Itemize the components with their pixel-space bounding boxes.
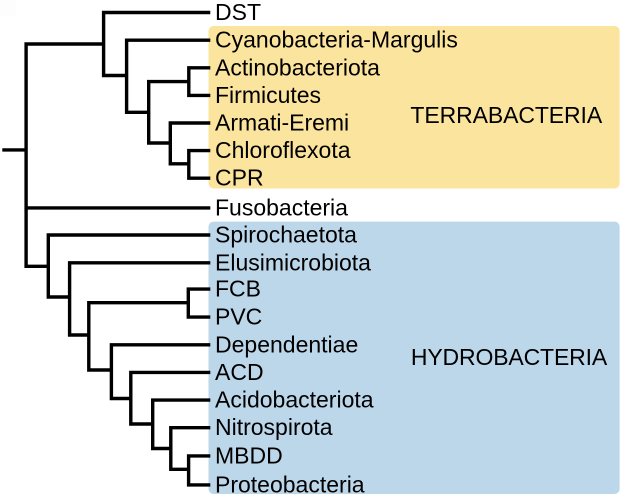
svg-text:CPR: CPR <box>215 165 264 191</box>
svg-text:Cyanobacteria-Margulis: Cyanobacteria-Margulis <box>215 27 458 53</box>
svg-text:ACD: ACD <box>215 359 264 385</box>
svg-text:Acidobacteriota: Acidobacteriota <box>215 387 374 413</box>
svg-text:Firmicutes: Firmicutes <box>215 82 321 108</box>
svg-text:Armati-Eremi: Armati-Eremi <box>215 110 349 136</box>
svg-text:Proteobacteria: Proteobacteria <box>215 471 365 497</box>
svg-text:FCB: FCB <box>215 276 261 302</box>
svg-text:Dependentiae: Dependentiae <box>215 331 358 357</box>
svg-text:Elusimicrobiota: Elusimicrobiota <box>215 249 371 275</box>
svg-text:MBDD: MBDD <box>215 442 283 468</box>
svg-text:TERRABACTERIA: TERRABACTERIA <box>410 102 602 128</box>
svg-text:Actinobacteriota: Actinobacteriota <box>215 54 380 80</box>
svg-text:Nitrospirota: Nitrospirota <box>215 414 333 440</box>
svg-text:Fusobacteria: Fusobacteria <box>215 194 348 220</box>
svg-text:HYDROBACTERIA: HYDROBACTERIA <box>411 344 608 370</box>
svg-text:PVC: PVC <box>215 304 262 330</box>
svg-text:Chloroflexota: Chloroflexota <box>215 137 351 163</box>
svg-text:DST: DST <box>215 0 261 25</box>
svg-text:Spirochaetota: Spirochaetota <box>215 222 357 248</box>
